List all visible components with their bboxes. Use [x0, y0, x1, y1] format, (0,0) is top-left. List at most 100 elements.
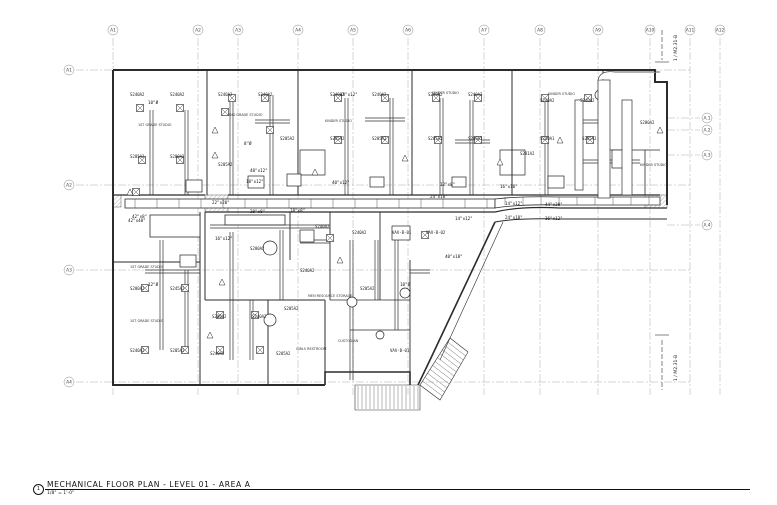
duct-size-label: 16"x16": [500, 184, 518, 189]
equipment-tag: S280A2: [250, 246, 265, 251]
equipment-tag: S205A2: [284, 306, 299, 311]
equipment-tag: S205A2: [280, 136, 295, 141]
return-grille: [401, 154, 409, 162]
grid-bubble: [63, 376, 75, 388]
duct-size-label: 14"x12": [455, 216, 473, 221]
grid-bubble: [192, 24, 204, 36]
equipment-tag: S205A2: [360, 286, 375, 291]
grid-bubble: [63, 179, 75, 191]
duct-size-label: 12"x8": [440, 182, 455, 187]
grid-bubble: [347, 24, 359, 36]
return-grille: [556, 136, 564, 144]
return-grille: [206, 331, 214, 339]
equipment-tag: S240A2: [130, 348, 145, 353]
grid-row-label: A.2: [703, 128, 710, 134]
grid-row-label: A.4: [703, 223, 710, 229]
duct-size-label: 22"x20": [212, 200, 230, 205]
equipment-tag: S240A2: [130, 92, 145, 97]
grid-bubble: [534, 24, 546, 36]
grid-bubble: [701, 124, 713, 136]
room-label: GIRLS RESTROOM: [296, 347, 327, 351]
grid-bubble: [592, 24, 604, 36]
grid-column-label: A12: [716, 28, 725, 34]
vav-boxes: [179, 149, 629, 268]
grid-column-label: A4: [295, 28, 301, 34]
return-grille: [496, 158, 504, 166]
grid-column-label: A5: [350, 28, 356, 34]
return-grille: [311, 168, 319, 176]
grid-bubble: [402, 24, 414, 36]
drawing-title-block: 1 MECHANICAL FLOOR PLAN - LEVEL 01 - ARE…: [30, 478, 750, 502]
equipment-tag: S205A2: [428, 136, 443, 141]
grid-column-label: A7: [481, 28, 487, 34]
grid-row-label: A3: [66, 268, 72, 274]
duct-size-label: 42"x40": [128, 218, 146, 223]
grid-row-label: A1: [66, 68, 72, 74]
duct-size-labels: 10"Ø8"Ø18"x12"48"x12"22"x20"40"x12"18"x1…: [128, 92, 563, 287]
equipment-tag: S240A2: [300, 268, 315, 273]
main-supply-duct: [124, 196, 661, 238]
duct-size-label: 12"Ø: [148, 282, 159, 287]
duct-size-label: 8"Ø: [244, 141, 252, 146]
equipment-tag: S280A2: [130, 286, 145, 291]
equipment-tag: VAV-B-01: [390, 348, 410, 353]
section-ref-bottom: 1 / M2.31-B: [673, 355, 679, 381]
equipment-tag: VAV-B-01: [392, 230, 412, 235]
duct-size-label: 10"Ø: [148, 100, 159, 105]
grid-row-label: A4: [66, 380, 72, 386]
duct-size-label: 20"x8": [250, 209, 265, 214]
room-label: KINDER STUDIO: [325, 119, 352, 123]
grid-bubble: [478, 24, 490, 36]
grid-column-label: A10: [646, 28, 655, 34]
stair-treads: [357, 341, 466, 409]
grid-bubble: [107, 24, 119, 36]
duct-size-label: 18"x12": [246, 179, 264, 184]
grid-bubble: [63, 264, 75, 276]
riser-ducts: [574, 71, 660, 199]
equipment-tag: S280A2: [640, 120, 655, 125]
view-number-bubble: 1: [33, 484, 44, 495]
duct-fittings: [134, 197, 650, 208]
grid-bubble: [714, 24, 726, 36]
room-label: 1ST GRADE STUDIO: [138, 123, 172, 127]
equipment-tag: S240A2: [210, 351, 225, 356]
equipment-tag: S205A2: [218, 162, 233, 167]
grid-bubble: [232, 24, 244, 36]
room-label: KINDER STUDIO: [640, 163, 667, 167]
duct-size-label: 40"x18": [445, 254, 463, 259]
room-label: CUSTODIAN: [338, 339, 359, 343]
return-grille: [211, 126, 219, 134]
duct-size-label: 24"x18": [430, 194, 448, 199]
equipment-tag: S205A2: [582, 136, 597, 141]
duct-size-label: 36"x12": [545, 216, 563, 221]
return-grille: [336, 256, 344, 264]
grid-bubble: [701, 219, 713, 231]
drawing-title: MECHANICAL FLOOR PLAN - LEVEL 01 - AREA …: [47, 480, 251, 489]
equipment-tag: S205A2: [372, 136, 387, 141]
equipment-tag: S240A2: [218, 92, 233, 97]
equipment-tag: VAV-B-02: [426, 230, 446, 235]
drawing-scale: 1/8" = 1'-0": [47, 491, 75, 496]
equipment-tag: S205A2: [170, 348, 185, 353]
exhaust-fans: [262, 89, 606, 340]
return-grille: [656, 126, 664, 134]
equipment-tag: S245A2: [170, 286, 185, 291]
return-grille: [218, 278, 226, 286]
room-label: KINDER STUDIO: [548, 92, 575, 96]
grid-column-label: A3: [235, 28, 241, 34]
equipment-tag: S205A2: [330, 136, 345, 141]
return-grille: [211, 151, 219, 159]
equipment-tag: S240A2: [580, 98, 595, 103]
duct-size-label: 18"x8": [290, 208, 305, 213]
duct-size-label: 44"x30": [545, 202, 563, 207]
equipment-tag: S280A2: [212, 314, 227, 319]
equipment-tag: S280A2: [170, 154, 185, 159]
equipment-tag: S240A2: [372, 92, 387, 97]
equipment-tag: S240A2: [258, 92, 273, 97]
room-label: 1ST GRADE STUDIO: [130, 265, 164, 269]
section-markers: [655, 30, 669, 390]
room-label: KINDER STUDIO: [432, 91, 459, 95]
